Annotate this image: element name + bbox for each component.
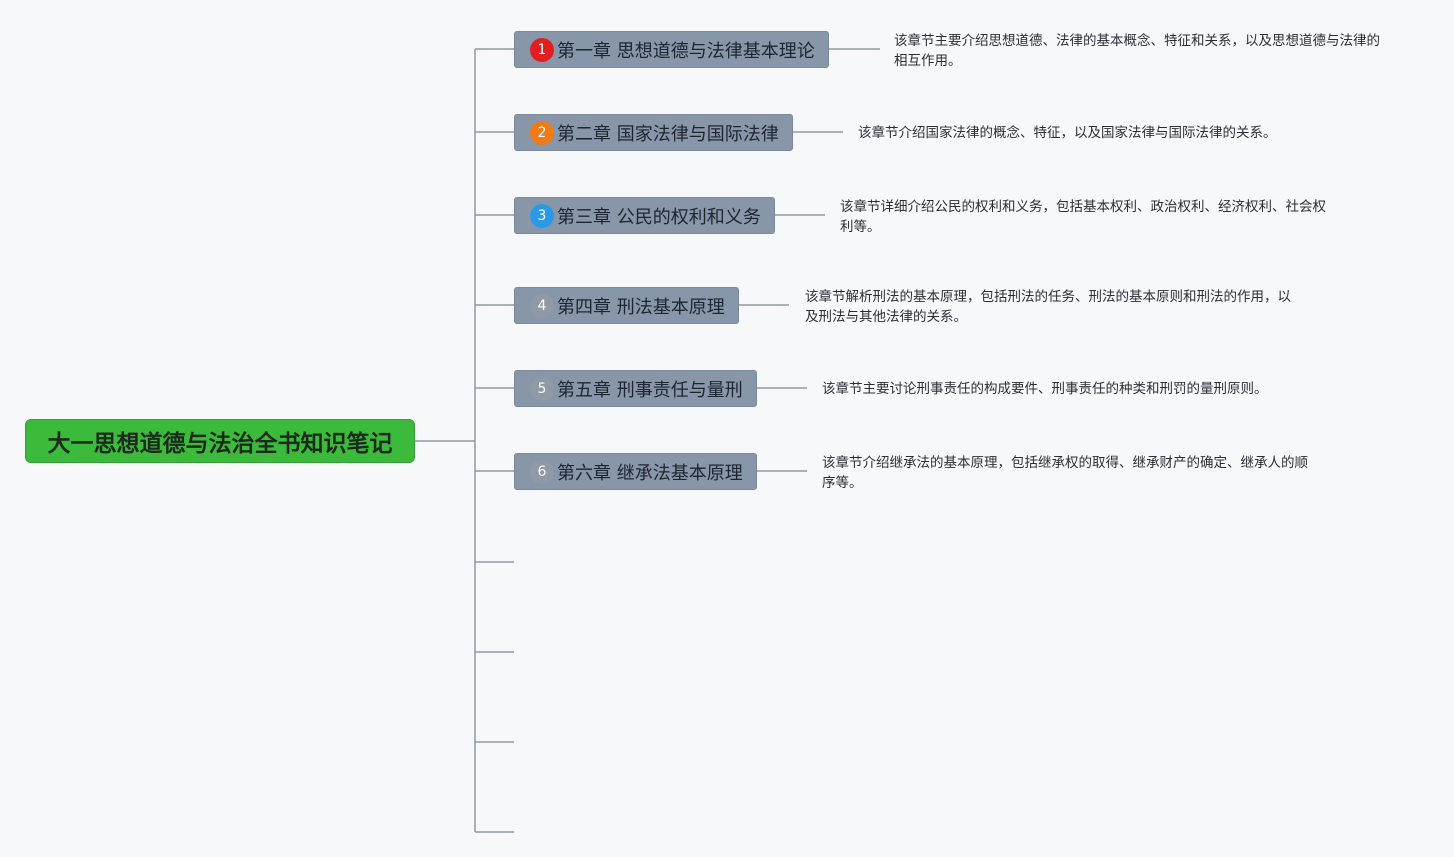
root-topic-label: 大一思想道德与法治全书知识笔记 [47,431,393,457]
chapter-node-6[interactable]: 6 第六章 继承法基本原理 [514,453,757,490]
number-badge-icon: 1 [530,37,554,62]
chapter-label: 第五章 刑事责任与量刑 [557,379,743,401]
chapter-description-5: 该章节主要讨论刑事责任的构成要件、刑事责任的种类和刑罚的量刑原则。 [822,381,1268,397]
chapter-description-4: 该章节解析刑法的基本原理，包括刑法的任务、刑法的基本原则和刑法的作用，以及刑法与… [805,289,1291,325]
number-badge-icon: 6 [530,459,554,484]
chapter-description-6: 该章节介绍继承法的基本原理，包括继承权的取得、继承财产的确定、继承人的顺序等。 [822,455,1308,491]
chapter-label: 第一章 思想道德与法律基本理论 [557,40,815,62]
chapter-node-2[interactable]: 2 第二章 国家法律与国际法律 [514,114,793,151]
chapter-description-3: 该章节详细介绍公民的权利和义务，包括基本权利、政治权利、经济权利、社会权利等。 [840,199,1326,235]
chapter-node-3[interactable]: 3 第三章 公民的权利和义务 [514,197,775,234]
chapter-label: 第三章 公民的权利和义务 [557,206,761,228]
number-badge-icon: 4 [530,293,554,318]
chapter-node-4[interactable]: 4 第四章 刑法基本原理 [514,287,739,324]
root-topic-node[interactable]: 大一思想道德与法治全书知识笔记 [25,419,415,463]
chapter-description-2: 该章节介绍国家法律的概念、特征，以及国家法律与国际法律的关系。 [858,125,1277,141]
chapter-label: 第二章 国家法律与国际法律 [557,123,779,145]
number-badge-icon: 3 [530,203,554,228]
chapter-label: 第四章 刑法基本原理 [557,296,725,318]
number-badge-icon: 5 [530,376,554,401]
chapter-node-1[interactable]: 1 第一章 思想道德与法律基本理论 [514,31,829,68]
chapter-label: 第六章 继承法基本原理 [557,462,743,484]
chapter-node-5[interactable]: 5 第五章 刑事责任与量刑 [514,370,757,407]
number-badge-icon: 2 [530,120,554,145]
chapter-description-1: 该章节主要介绍思想道德、法律的基本概念、特征和关系，以及思想道德与法律的相互作用… [894,33,1380,69]
